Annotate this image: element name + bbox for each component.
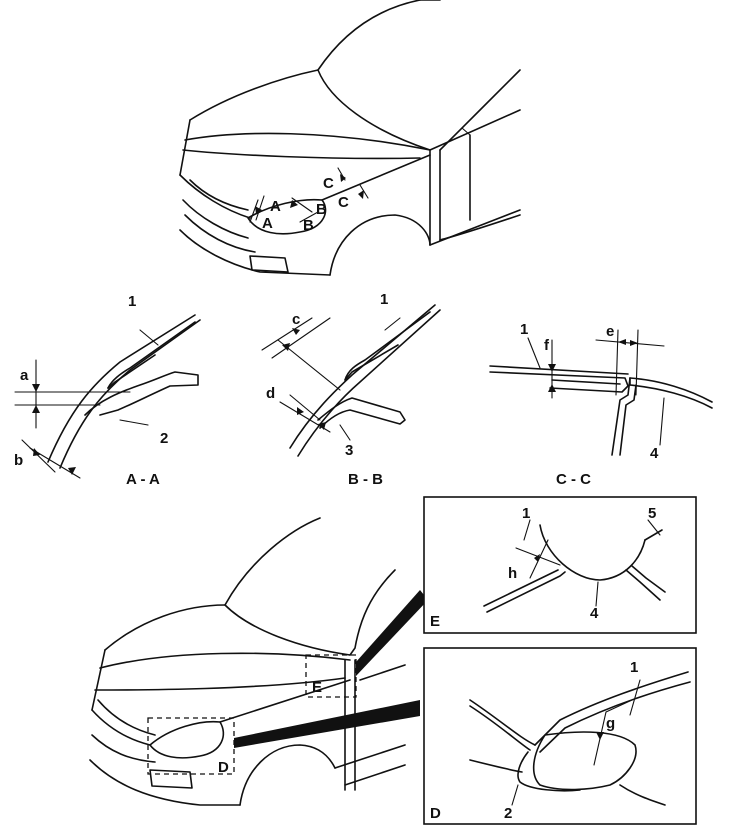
detail-d-part-1: 1 [630,659,638,676]
marker-a-lower: A [262,215,273,232]
section-c-c: 1 4 e f C - C [489,321,713,488]
section-c-dim-f: f [544,337,550,354]
detail-e-panel: 1 4 5 h E [423,496,697,634]
callout-e-pointer [356,590,428,676]
callout-box-d [147,717,235,775]
callout-d-letter: D [218,759,229,776]
detail-e-letter: E [430,613,440,630]
detail-d-letter: D [430,805,441,822]
section-b-b: 1 3 c d B - B [261,291,441,488]
section-a-dim-b: b [14,452,23,469]
top-car-view: A A B B C C [179,0,521,276]
section-c-dim-e: e [606,323,614,340]
section-a-dim-a: a [20,367,29,384]
detail-e-frame [423,496,697,634]
detail-d-dim-g: g [606,715,615,732]
marker-c-upper: C [323,175,334,192]
callout-e-letter: E [312,679,322,696]
section-c-caption: C - C [556,471,591,488]
section-b-caption: B - B [348,471,383,488]
detail-d-part-2: 2 [504,805,512,822]
callout-d-pointer [234,700,420,748]
section-a-part-2: 2 [160,430,168,447]
section-b-dim-d: d [266,385,275,402]
section-c-part-4: 4 [650,445,659,462]
callout-box-e [305,654,357,698]
marker-a-upper: A [270,198,281,215]
bottom-car-view: E D [89,517,428,806]
detail-e-part-4: 4 [590,605,599,622]
detail-e-dim-h: h [508,565,517,582]
marker-c-lower: C [338,194,349,211]
detail-e-part-5: 5 [648,505,656,522]
section-a-a: 1 2 a b A - A [14,293,201,488]
section-b-dim-c: c [292,311,300,328]
section-b-part-1: 1 [380,291,388,308]
marker-b-upper: B [316,201,327,218]
detail-d-panel: 1 2 g D [423,647,697,825]
section-c-part-1: 1 [520,321,528,338]
marker-b-lower: B [303,217,314,234]
section-a-part-1: 1 [128,293,136,310]
detail-e-part-1: 1 [522,505,530,522]
detail-d-frame [423,647,697,825]
section-a-caption: A - A [126,471,160,488]
section-b-part-3: 3 [345,442,353,459]
